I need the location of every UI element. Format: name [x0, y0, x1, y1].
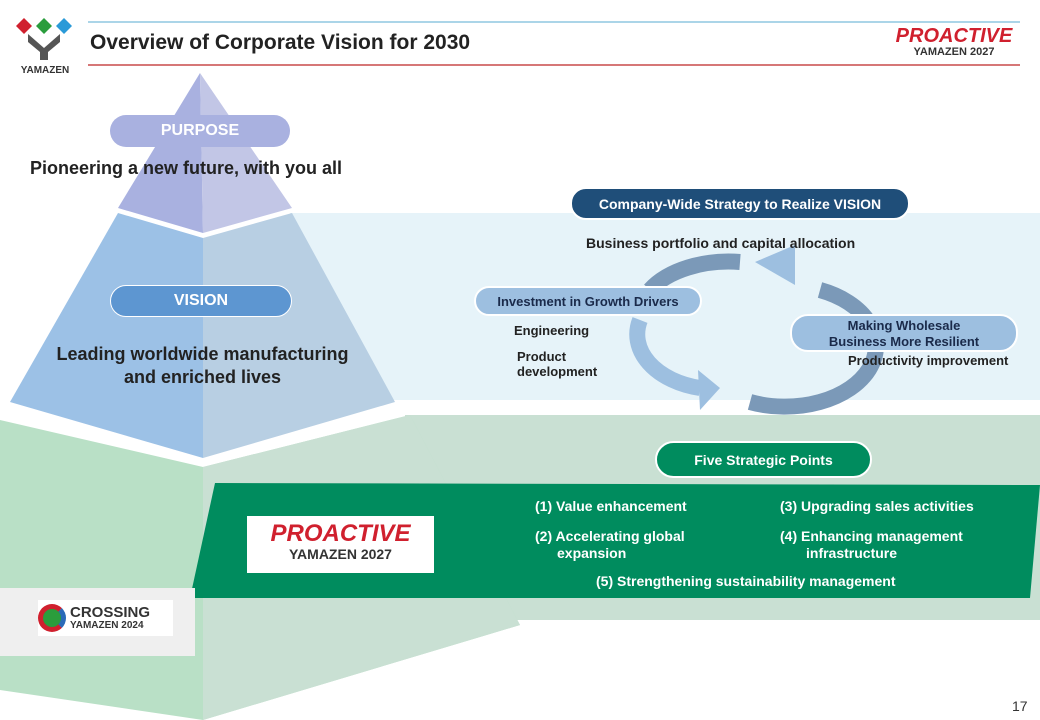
strategy-title: Company-Wide Strategy to Realize VISION — [570, 187, 910, 220]
strategic-point: (3) Upgrading sales activities — [780, 498, 974, 514]
vision-label: VISION — [110, 285, 292, 317]
proactive-logo-header: PROACTIVE YAMAZEN 2027 — [895, 25, 1013, 58]
purpose-label: PURPOSE — [110, 115, 290, 147]
resilient-item: Productivity improvement — [848, 353, 1009, 368]
strategy-subtitle: Business portfolio and capital allocatio… — [586, 235, 856, 251]
yamazen-logo: YAMAZEN — [14, 16, 76, 76]
proactive-logo-banner: PROACTIVE YAMAZEN 2027 — [247, 516, 434, 573]
strategic-point: (5) Strengthening sustainability managem… — [596, 573, 896, 589]
purpose-text: Pioneering a new future, with you all — [30, 158, 343, 178]
five-points-label: Five Strategic Points — [655, 441, 872, 478]
strategic-point: (1) Value enhancement — [535, 498, 687, 514]
page-number: 17 — [1012, 698, 1028, 714]
growth-drivers-label: Investment in Growth Drivers — [474, 286, 702, 316]
growth-item: Engineering — [514, 323, 590, 338]
page-title: Overview of Corporate Vision for 2030 — [90, 31, 471, 54]
